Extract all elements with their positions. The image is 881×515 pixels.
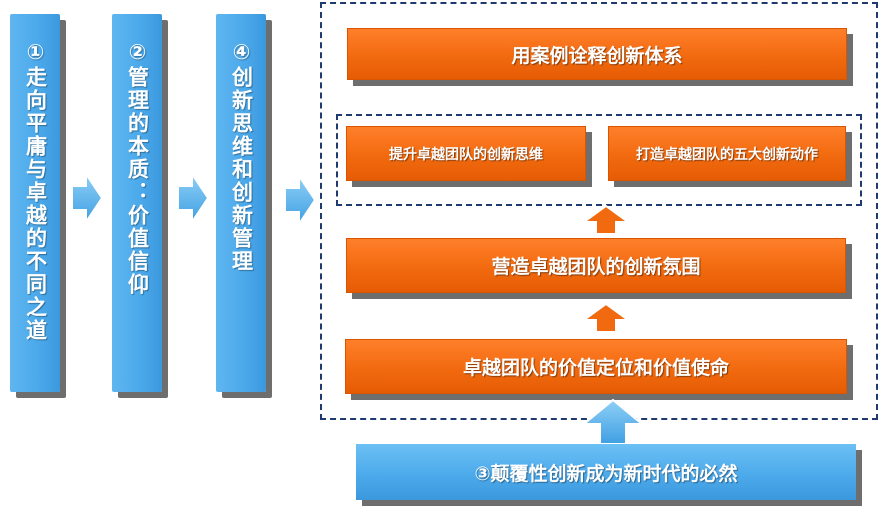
- column-step-2: ②管理的本质：价值信仰: [112, 14, 162, 392]
- box-case-innovation-system: 用案例诠释创新体系: [347, 28, 847, 80]
- box-five-innovation-actions-label: 打造卓越团队的五大创新动作: [636, 146, 818, 163]
- box-innovation-thinking-label: 提升卓越团队的创新思维: [389, 146, 543, 163]
- column-step-2-label: ②管理的本质：价值信仰: [125, 40, 150, 296]
- box-value-positioning: 卓越团队的价值定位和价值使命: [345, 339, 847, 394]
- box-innovation-atmosphere: 营造卓越团队的创新氛围: [346, 238, 846, 293]
- right-arrow-icon: [284, 172, 317, 228]
- box-innovation-atmosphere-label: 营造卓越团队的创新氛围: [491, 256, 701, 278]
- up-arrow-icon: [582, 398, 644, 445]
- up-arrow-icon: [582, 302, 630, 333]
- right-arrow-icon: [177, 170, 210, 226]
- column-step-1-label: ①走向平庸与卓越的不同之道: [23, 40, 48, 342]
- inner-dashed-frame: [336, 114, 862, 206]
- box-value-positioning-label: 卓越团队的价值定位和价值使命: [462, 357, 729, 379]
- column-step-1: ①走向平庸与卓越的不同之道: [10, 14, 60, 392]
- column-step-4-label: ④创新思维和创新管理: [229, 40, 254, 273]
- up-arrow-icon: [582, 204, 630, 235]
- right-arrow-icon: [71, 170, 104, 226]
- box-disruptive-innovation: ③颠覆性创新成为新时代的必然: [356, 444, 856, 500]
- box-innovation-thinking: 提升卓越团队的创新思维: [346, 126, 586, 181]
- box-case-innovation-system-label: 用案例诠释创新体系: [511, 44, 683, 67]
- box-five-innovation-actions: 打造卓越团队的五大创新动作: [608, 126, 846, 181]
- column-step-4: ④创新思维和创新管理: [216, 14, 266, 392]
- box-disruptive-innovation-label: ③颠覆性创新成为新时代的必然: [474, 462, 738, 485]
